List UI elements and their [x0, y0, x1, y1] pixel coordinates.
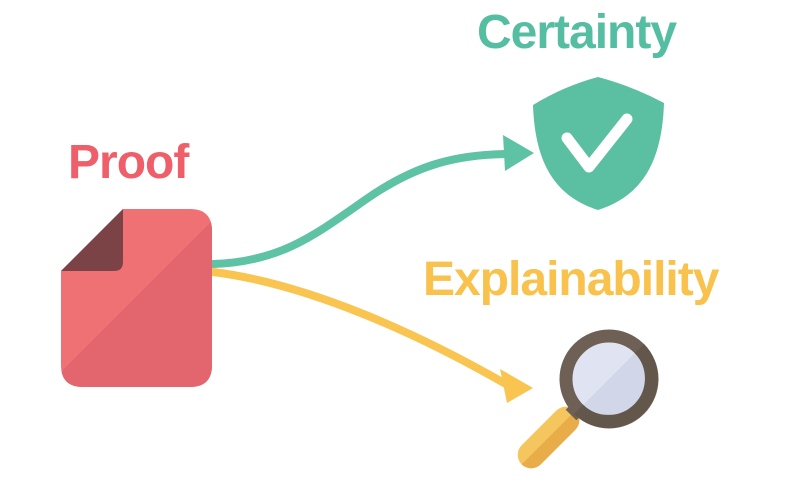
document-page-shade [61, 209, 212, 387]
explainability-arrowhead-icon [500, 369, 533, 403]
document-icon [61, 209, 212, 387]
magnifier-handle-shade [521, 410, 585, 474]
certainty-arrow-line [209, 150, 509, 268]
explainability-label: Explainability [423, 253, 719, 306]
certainty-label: Certainty [477, 6, 677, 59]
explainability-arrow-line [209, 268, 508, 387]
shield-shape [533, 77, 664, 210]
magnifier-lens-shade [582, 352, 647, 417]
proof-label: Proof [68, 136, 189, 189]
magnifier-ring-shade [574, 344, 658, 428]
certainty-arrow [209, 135, 534, 268]
certainty-arrowhead-icon [503, 135, 534, 171]
explainability-arrow [209, 268, 533, 403]
magnifier-icon [517, 329, 659, 474]
magnifier-handle [517, 406, 585, 474]
shield-check-icon [533, 77, 664, 210]
document-fold-corner [61, 209, 123, 271]
checkmark-icon [561, 113, 633, 173]
